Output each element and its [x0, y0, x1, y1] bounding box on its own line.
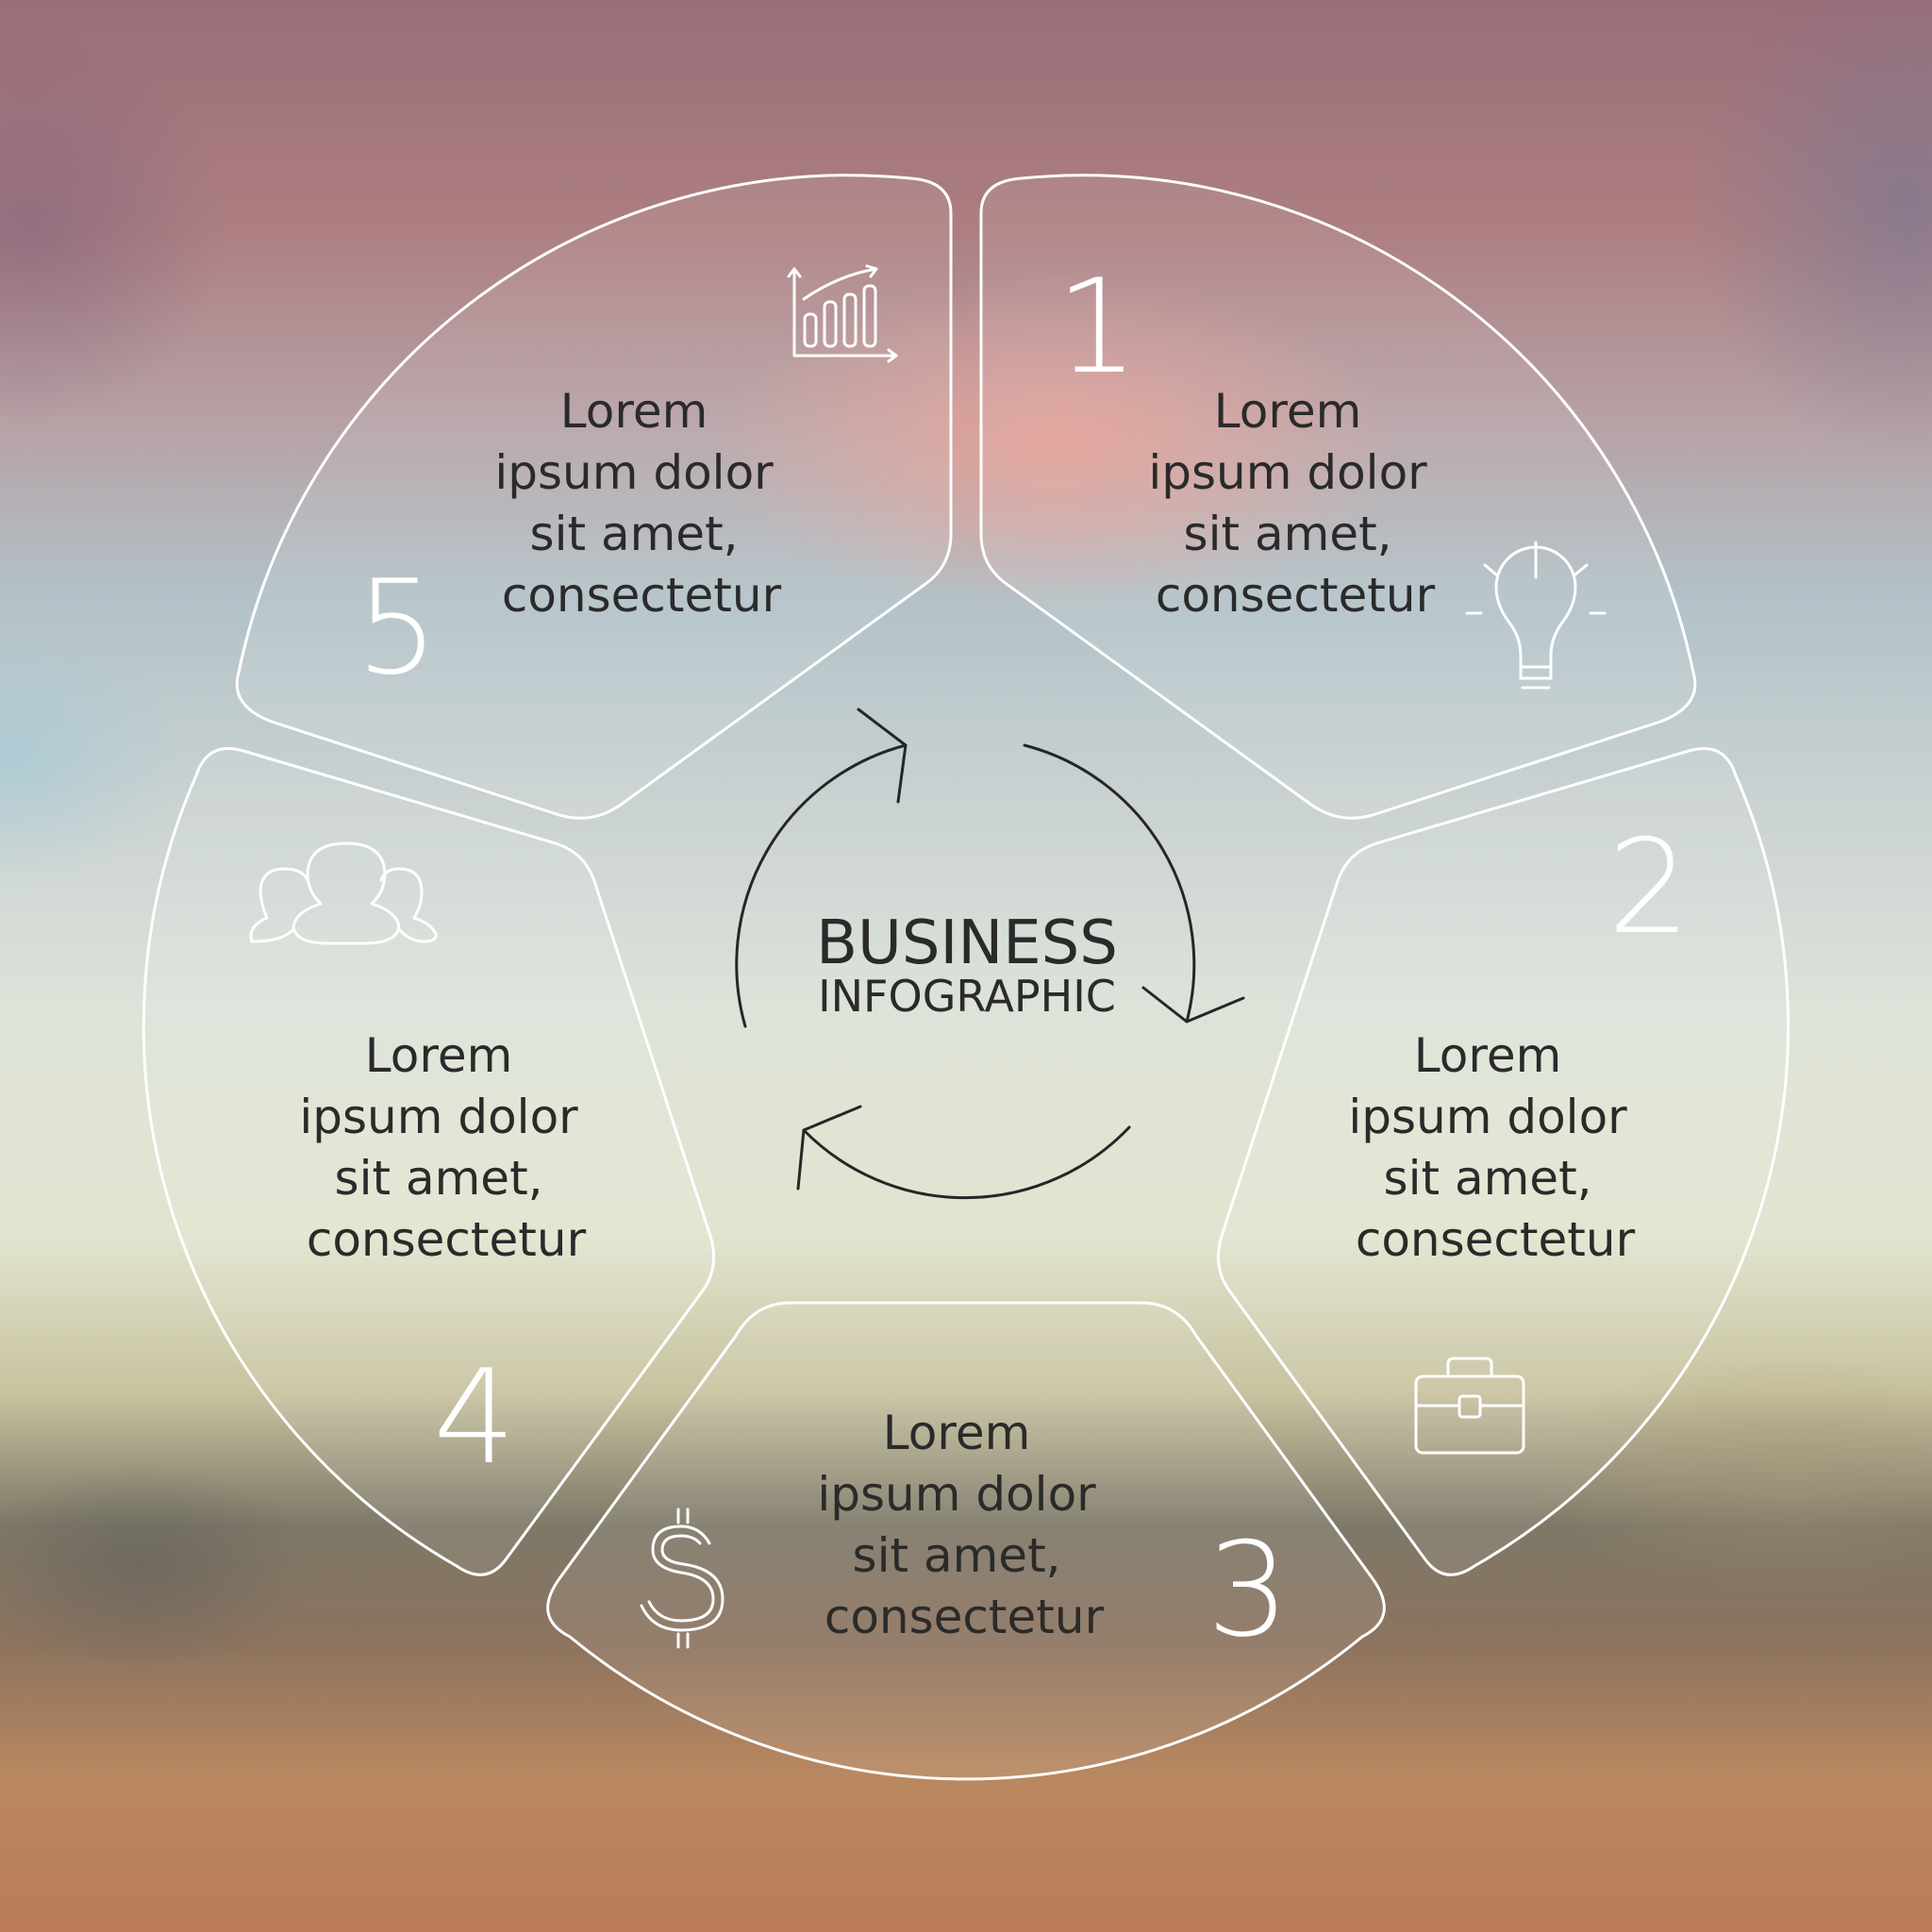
segment-4-panel	[142, 746, 716, 1576]
arrow-arc-bottom	[802, 1125, 1131, 1200]
people-icon	[249, 841, 438, 945]
segment-5-number: 5	[356, 552, 439, 704]
arrow-arc-top-right	[1023, 743, 1196, 1024]
lightbulb-icon	[1465, 541, 1607, 690]
segment-1: 1 Lorem ipsum dolor sit amet, consectetu…	[979, 174, 1697, 820]
center-title: BUSINESS	[816, 908, 1118, 978]
segment-4: 4 Lorem ipsum dolor sit amet, consectetu…	[142, 746, 716, 1576]
segment-1-panel	[979, 174, 1697, 820]
segment-5-label: Lorem ipsum dolor sit amet, consectetur	[494, 384, 788, 623]
center-subtitle: INFOGRAPHIC	[818, 971, 1116, 1022]
segment-3: 3 Lorem ipsum dolor sit amet, consectetu…	[546, 1301, 1386, 1781]
segment-4-number: 4	[433, 1341, 516, 1493]
segment-1-number: 1	[1056, 251, 1139, 403]
briefcase-icon	[1414, 1357, 1525, 1455]
cycle-arrows	[735, 708, 1245, 1200]
dollar-icon	[640, 1507, 724, 1649]
segment-5: 5 Lorem ipsum dolor sit amet, consectetu…	[235, 174, 953, 820]
segment-2-label: Lorem ipsum dolor sit amet, consectetur	[1348, 1028, 1641, 1267]
segment-3-label: Lorem ipsum dolor sit amet, consectetur	[817, 1406, 1110, 1644]
arrowhead-top	[857, 708, 908, 804]
segment-5-panel	[235, 174, 953, 820]
arrow-arc-left	[735, 743, 908, 1028]
segment-4-label: Lorem ipsum dolor sit amet, consectetur	[299, 1028, 592, 1267]
arrowhead-right	[1141, 986, 1245, 1024]
arrowhead-bottom-left	[796, 1105, 862, 1191]
bar-chart-icon	[787, 264, 898, 363]
segment-3-panel	[546, 1301, 1386, 1781]
segment-2-panel	[1216, 746, 1790, 1576]
segment-2: 2 Lorem ipsum dolor sit amet, consectetu…	[1216, 746, 1790, 1576]
segment-1-label: Lorem ipsum dolor sit amet, consectetur	[1148, 384, 1441, 623]
segment-3-number: 3	[1207, 1514, 1290, 1666]
segment-2-number: 2	[1607, 811, 1690, 963]
